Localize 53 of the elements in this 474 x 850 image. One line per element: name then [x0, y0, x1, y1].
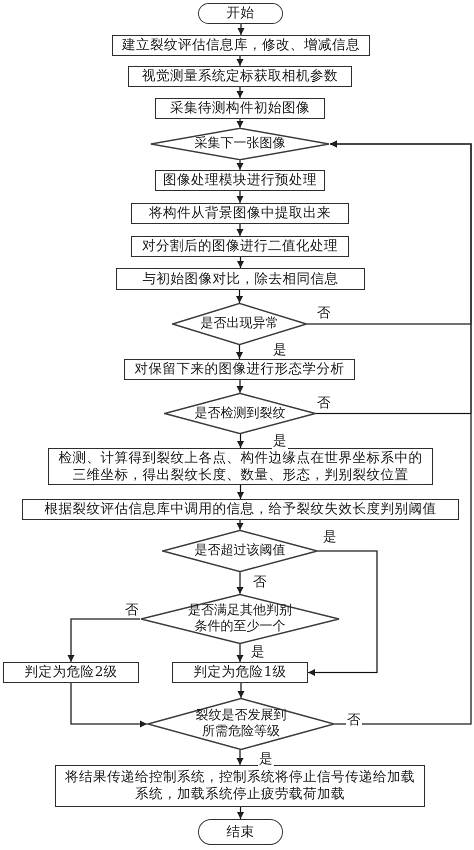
arrow	[237, 257, 244, 268]
arrow	[236, 87, 244, 98]
decision-diamond: 是否满足其他判别条件的至少一个	[140, 594, 340, 644]
arrow	[236, 520, 244, 530]
arrow	[236, 345, 243, 359]
arrow	[330, 140, 472, 725]
arrow	[238, 24, 244, 35]
arrow	[237, 485, 244, 499]
arrow	[236, 572, 244, 594]
process-box: 判定为危险1级	[172, 662, 308, 683]
edge-label: 是	[272, 343, 288, 358]
edge-label: 是	[322, 530, 338, 545]
arrow	[308, 550, 378, 676]
arrow	[236, 191, 244, 203]
edge-label: 否	[252, 575, 268, 590]
arrow	[68, 618, 140, 662]
arrow	[236, 160, 244, 170]
process-box: 图像处理模块进行预处理	[155, 170, 325, 191]
arrow	[70, 683, 147, 728]
terminal-box: 开始	[198, 3, 283, 24]
decision-diamond: 是否超过该阈值	[162, 530, 318, 572]
arrow	[236, 380, 244, 393]
edge-label: 否	[124, 603, 140, 618]
process-box: 将构件从背景图像中提取出来	[131, 203, 349, 224]
process-box: 判定为危险2级	[3, 662, 139, 683]
process-box: 对分割后的图像进行二值化处理	[131, 236, 349, 257]
process-box: 视觉测量系统定标获取相机参数	[128, 66, 352, 87]
process-box: 检测、计算得到裂纹上各点、构件边缘点在世界坐标系中的三维坐标，得出裂纹长度、数量、形态，判别裂纹位置	[48, 448, 433, 485]
arrow	[236, 644, 244, 662]
terminal-box: 结束	[198, 819, 283, 845]
arrow	[236, 290, 243, 303]
arrow	[236, 224, 244, 236]
edge-label: 是	[250, 645, 266, 660]
edge-label: 否	[346, 713, 362, 728]
process-box: 根据裂纹评估信息库中调用的信息，给予裂纹失效长度判别阈值	[22, 499, 459, 520]
arrow	[236, 56, 244, 66]
arrow	[236, 750, 244, 765]
edge-label: 否	[316, 306, 332, 321]
process-box: 与初始图像对比，除去相同信息	[116, 268, 365, 290]
arrow	[237, 434, 244, 448]
edge-label: 是	[272, 434, 288, 449]
edge-label: 否	[316, 396, 332, 411]
process-box: 将结果传递给控制系统，控制系统将停止信号传递给加载系统，加载系统停止疲劳载荷加载	[55, 765, 425, 807]
arrow	[238, 683, 244, 698]
process-box: 建立裂纹评估信息库，修改、增减信息	[112, 35, 370, 56]
arrow	[237, 807, 244, 819]
decision-diamond: 是否检测到裂纹	[164, 393, 316, 434]
decision-diamond: 采集下一张图像	[150, 128, 330, 160]
arrow	[236, 119, 244, 128]
decision-diamond: 裂纹是否发展到所需危险等级	[147, 698, 335, 750]
process-box: 采集待测构件初始图像	[155, 98, 325, 119]
edge-label: 是	[258, 752, 274, 767]
process-box: 对保留下来的图像进行形态学分析	[124, 359, 355, 380]
